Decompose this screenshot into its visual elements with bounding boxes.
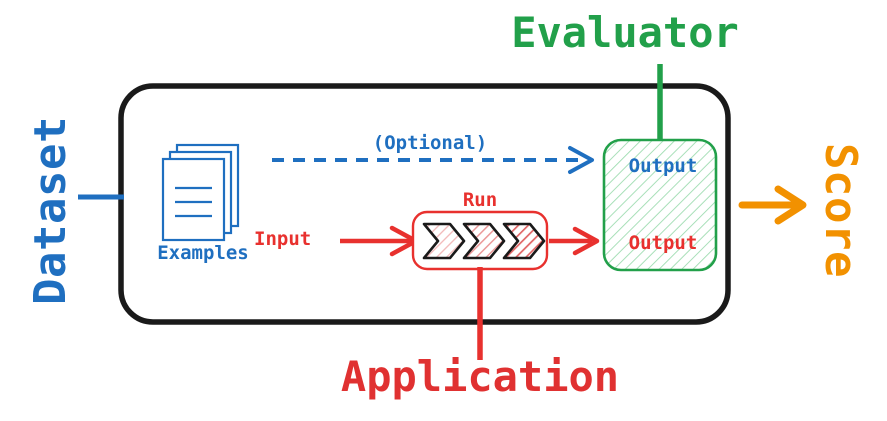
optional-dashed-arrow <box>272 146 594 174</box>
dataset-label-text: Dataset <box>24 116 76 305</box>
chevron-pipeline-icon <box>422 222 546 260</box>
run-to-output-arrow <box>549 226 600 256</box>
output-top-label: Output <box>628 155 698 177</box>
documents-stack-icon <box>161 143 240 242</box>
score-label-text: Score <box>814 142 866 278</box>
score-orange-arrow <box>738 185 807 225</box>
run-label: Run <box>462 189 498 211</box>
score-label: Score <box>800 60 880 360</box>
evaluator-label: Evaluator <box>511 8 739 57</box>
dataset-label: Dataset <box>0 0 100 421</box>
main-container-box <box>118 83 731 325</box>
optional-label: (Optional) <box>372 132 488 154</box>
output-bottom-label: Output <box>628 232 698 254</box>
examples-label: Examples <box>157 242 249 264</box>
input-label: Input <box>254 228 312 250</box>
application-label: Application <box>340 352 620 401</box>
